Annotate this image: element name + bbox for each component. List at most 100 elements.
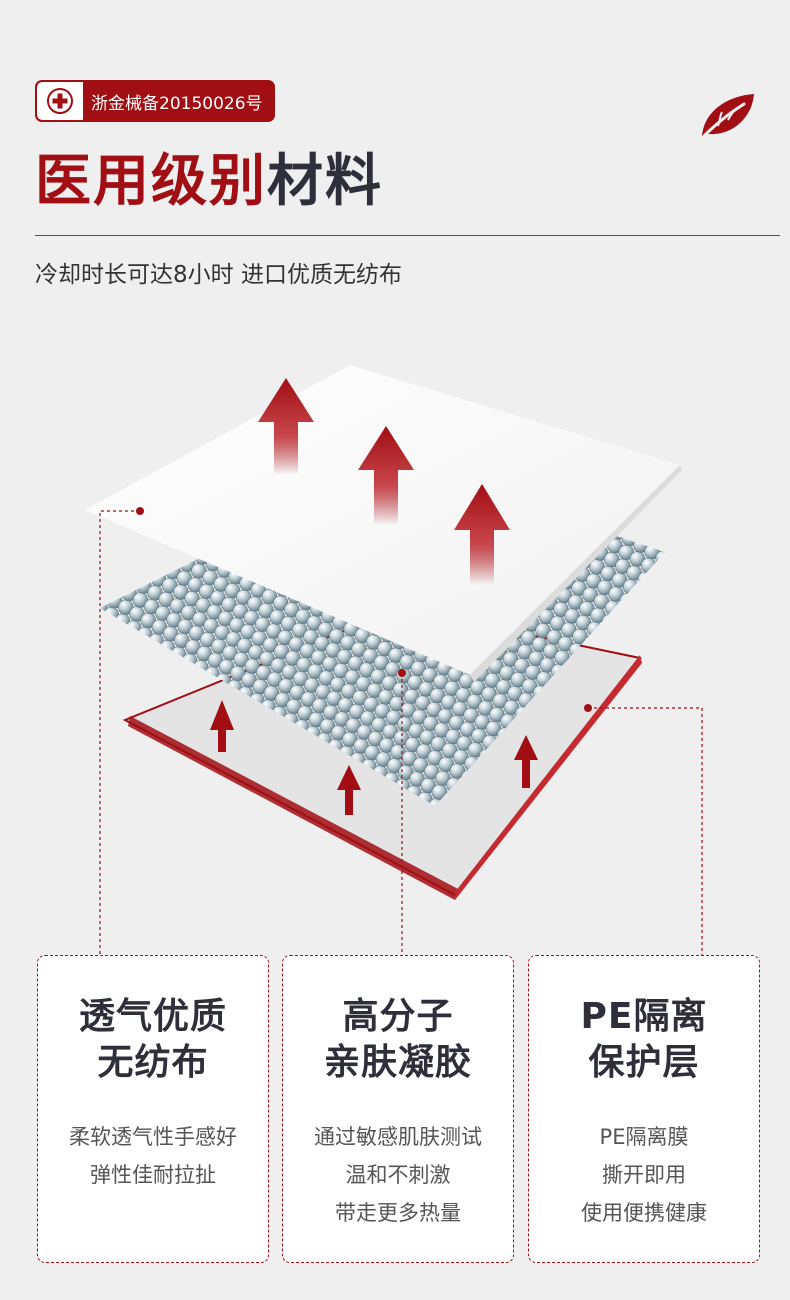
gel-bead: [641, 351, 656, 366]
gel-bead: [694, 446, 709, 461]
gel-bead: [718, 349, 733, 364]
gel-bead: [693, 398, 708, 413]
gel-bead: [616, 606, 632, 623]
gel-bead: [622, 579, 639, 595]
gel-bead: [741, 410, 756, 425]
gel-bead: [609, 634, 625, 650]
gel-bead: [730, 563, 745, 578]
gel-bead: [673, 688, 688, 703]
page-subtitle: 冷却时长可达8小时 进口优质无纺布: [35, 262, 402, 288]
gel-bead: [662, 522, 665, 539]
gel-bead: [755, 355, 770, 370]
gel-bead: [597, 373, 612, 388]
gel-bead: [638, 413, 653, 428]
gel-bead: [636, 682, 652, 698]
gel-bead: [611, 366, 626, 381]
gel-bead: [538, 402, 553, 417]
gel-bead: [696, 543, 711, 558]
gel-bead: [724, 639, 739, 654]
gel-bead: [697, 384, 712, 399]
gel-bead: [694, 605, 709, 620]
gel-bead: [726, 577, 741, 592]
gel-bead: [678, 564, 693, 579]
gel-bead: [750, 638, 765, 653]
gel-bead: [732, 659, 747, 674]
gel-bead: [654, 502, 665, 518]
gel-bead: [723, 590, 738, 605]
gel-bead: [634, 379, 649, 394]
gel-bead: [719, 556, 734, 571]
gel-bead: [669, 495, 684, 510]
arrow-up-icon: [258, 378, 314, 475]
gel-bead: [737, 376, 752, 391]
gel-bead: [727, 418, 742, 433]
gel-bead: [734, 390, 749, 405]
gel-bead: [564, 401, 579, 416]
gel-bead: [652, 564, 665, 580]
gel-bead: [709, 646, 724, 661]
gel-bead: [553, 395, 568, 410]
gel-bead: [671, 592, 686, 607]
gel-bead: [659, 584, 665, 601]
gel-bead: [766, 361, 781, 376]
gel-bead: [619, 386, 634, 401]
gel-bead: [664, 413, 679, 428]
gel-bead: [786, 437, 790, 452]
gel-bead: [639, 509, 656, 525]
gel-bead: [700, 370, 715, 385]
gel-bead: [783, 451, 790, 466]
gel-bead: [670, 544, 685, 559]
gel-bead: [727, 625, 742, 640]
gel-bead: [642, 654, 659, 670]
gel-bead: [659, 340, 674, 345]
gel-bead: [680, 661, 695, 676]
gel-bead: [593, 387, 608, 402]
material-layers-illustration: [85, 340, 790, 955]
gel-bead: [771, 603, 786, 618]
gel-bead: [746, 652, 761, 667]
gel-bead: [587, 415, 602, 430]
gel-bead: [531, 382, 546, 397]
gel-bead: [778, 416, 790, 431]
gel-bead: [630, 599, 647, 615]
gel-bead: [706, 660, 721, 675]
gel-bead: [690, 619, 705, 634]
gel-bead: [756, 562, 771, 577]
gel-bead: [785, 547, 790, 562]
arrow-up-icon: [337, 765, 361, 815]
gel-bead: [137, 626, 153, 643]
gel-bead: [125, 620, 142, 636]
gel-bead: [204, 666, 220, 682]
gel-bead: [782, 610, 790, 625]
gel-bead: [752, 576, 767, 591]
card-title: 透气优质 无纺布: [78, 996, 227, 1083]
gel-bead: [681, 343, 696, 358]
gel-bead: [754, 465, 769, 480]
gel-bead: [771, 396, 786, 411]
gel-bead: [672, 433, 687, 448]
gel-bead: [767, 569, 782, 584]
gel-bead: [708, 391, 723, 406]
gel-bead: [609, 428, 624, 443]
gel-bead: [627, 407, 642, 422]
gel-bead: [598, 421, 613, 436]
gel-bead: [621, 689, 637, 705]
gel-bead: [703, 515, 718, 530]
page-title-dark: 材料: [267, 149, 383, 214]
feature-card-pe-film: PE隔离 保护层 PE隔离膜 撕开即用 使用便携健康: [528, 955, 760, 1263]
gel-bead: [712, 584, 727, 599]
gel-bead: [767, 410, 782, 425]
gel-bead: [751, 528, 766, 543]
gel-bead: [776, 637, 790, 652]
gel-bead: [600, 359, 615, 374]
gel-bead: [669, 654, 684, 669]
gel-bead: [686, 585, 701, 600]
gel-bead: [624, 421, 639, 436]
gel-bead: [752, 369, 767, 384]
gel-bead: [679, 405, 694, 420]
gel-bead: [572, 628, 588, 645]
gel-bead: [728, 466, 743, 481]
gel-bead: [103, 606, 119, 623]
gel-bead: [710, 340, 725, 343]
gel-bead: [717, 667, 732, 682]
